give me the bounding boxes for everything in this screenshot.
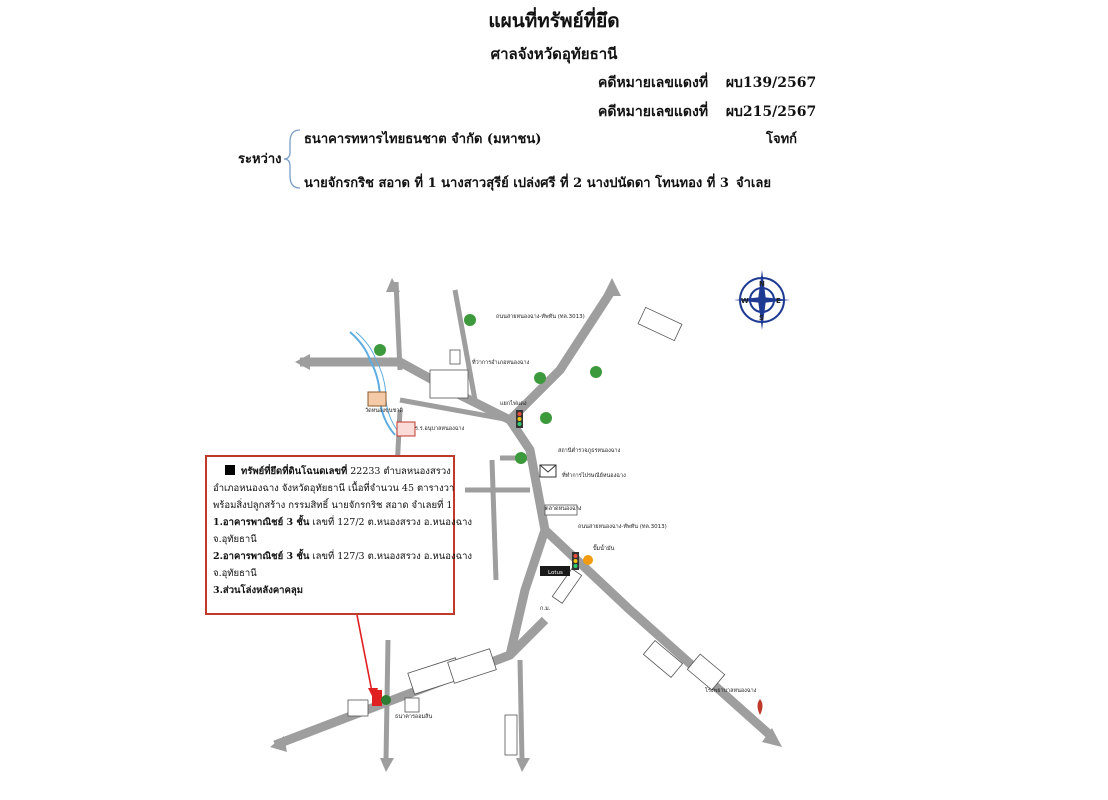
case-number: ผบ215/2567	[725, 104, 817, 120]
defendants-names: นายจักรกริช สอาด ที่ 1 นางสาวสุรีย์ เปล่…	[304, 176, 729, 191]
arrow-north-icon	[386, 278, 400, 292]
arrow-southwest-icon	[270, 736, 287, 752]
compass-w: W	[741, 297, 749, 305]
school-icon	[396, 421, 416, 437]
temple-icon	[367, 391, 387, 407]
road-arrows	[270, 278, 782, 772]
infobox-line1-bold: ทรัพย์ที่ยึดที่ดินโฉนดเลขที่	[241, 466, 348, 477]
bank-icon	[381, 695, 391, 705]
infobox-item3: 3.ส่วนโล่งหลังคาคลุม	[213, 585, 303, 596]
between-label: ระหว่าง	[238, 152, 282, 167]
road-label: ถนนสายหนองฉาง-ทัพทัน (ทล.3013)	[496, 313, 585, 320]
compass-n: N	[759, 280, 765, 288]
infobox-line1-rest: 22233 ตำบลหนองสรวง	[350, 466, 451, 477]
place-label: ตลาดหนองฉาง	[545, 506, 582, 512]
place-label: ที่ทำการไปรษณีย์หนองฉาง	[562, 471, 626, 479]
compass-e: E	[776, 297, 781, 305]
place-label: ก.ม.	[540, 606, 551, 612]
gas-station-icon	[757, 699, 763, 715]
arrow-southeast-icon	[762, 728, 782, 747]
case-label: คดีหมายเลขแดงที่	[598, 104, 709, 120]
compass-rose-icon: N E S W	[734, 270, 790, 330]
case-number: ผบ139/2567	[725, 75, 817, 91]
target-property-marker	[372, 690, 382, 706]
compass-s: S	[759, 314, 764, 322]
infobox-item1-rest: เลขที่ 127/2 ต.หนองสรวง อ.หนองฉาง	[312, 517, 473, 528]
arrow-north-icon	[603, 278, 621, 296]
place-label: วัดหนองขุนชาติ	[365, 407, 403, 414]
tree-icon	[540, 412, 552, 424]
pointer-line	[356, 614, 374, 698]
infobox-item2-rest: เลขที่ 127/3 ต.หนองสรวง อ.หนองฉาง	[312, 551, 473, 562]
traffic-light-icon	[572, 552, 579, 570]
page-title: แผนที่ทรัพย์ที่ยึด	[488, 10, 620, 32]
place-label: สถานีตำรวจภูธรหนองฉาง	[558, 447, 621, 454]
arrow-south-icon	[380, 758, 394, 772]
infobox-item1-cont: จ.อุทัยธานี	[213, 534, 257, 545]
place-label: แยกไฟแดง	[500, 400, 527, 407]
tree-icon	[590, 366, 602, 378]
arrow-west-icon	[295, 354, 310, 370]
case-number-row: คดีหมายเลขแดงที่ ผบ215/2567	[598, 101, 816, 123]
plaintiff-role: โจทก์	[766, 132, 798, 147]
arrow-south-icon	[516, 758, 530, 772]
plaintiff-name: ธนาคารทหารไทยธนชาต จำกัด (มหาชน)	[304, 132, 542, 147]
tree-icon	[374, 344, 386, 356]
infobox-line3: พร้อมสิ่งปลูกสร้าง กรรมสิทธิ์ นายจักรกริ…	[213, 500, 453, 511]
place-label: ร.ร.อนุบาลหนองฉาง	[415, 426, 465, 432]
tree-icon	[515, 452, 527, 464]
infobox-item2-bold: 2.อาคารพาณิชย์ 3 ชั้น	[213, 551, 310, 562]
checkbox-icon	[225, 465, 235, 475]
tesco-label: Lotus	[548, 570, 563, 576]
court-name: ศาลจังหวัดอุทัยธานี	[490, 45, 618, 63]
tree-icon	[464, 314, 476, 326]
road-label: ถนนสายหนองฉาง-ทัพทัน (ทล.3013)	[578, 523, 667, 530]
gas-station-icon	[583, 555, 593, 565]
traffic-light-icon	[516, 410, 523, 428]
infobox-line2: อำเภอหนองฉาง จังหวัดอุทัยธานี เนื้อที่จำ…	[213, 483, 455, 494]
building-blocks	[347, 306, 726, 756]
location-map: Lotus ถนนสายหนองฉาง-ทัพทัน (ทล.3013) ถนน…	[270, 270, 790, 772]
place-label: ที่ว่าการอำเภอหนองฉาง	[472, 358, 530, 366]
case-label: คดีหมายเลขแดงที่	[598, 75, 709, 91]
tree-icon	[534, 372, 546, 384]
brace-icon	[283, 129, 301, 189]
place-label: โรงพยาบาลหนองฉาง	[705, 686, 757, 694]
place-label: ธนาคารออมสิน	[395, 713, 433, 720]
river	[349, 331, 396, 436]
property-info-box: ทรัพย์ที่ยึดที่ดินโฉนดเลขที่ 22233 ตำบลห…	[205, 455, 472, 615]
infobox-item1-bold: 1.อาคารพาณิชย์ 3 ชั้น	[213, 517, 310, 528]
case-number-row: คดีหมายเลขแดงที่ ผบ139/2567	[598, 72, 816, 94]
infobox-item2-cont: จ.อุทัยธานี	[213, 568, 257, 579]
place-label: ปั๊มน้ำมัน	[593, 544, 615, 552]
defendant-role: จำเลย	[736, 176, 771, 191]
tesco-logo	[540, 566, 570, 576]
pointer-arrowhead-icon	[368, 688, 378, 700]
